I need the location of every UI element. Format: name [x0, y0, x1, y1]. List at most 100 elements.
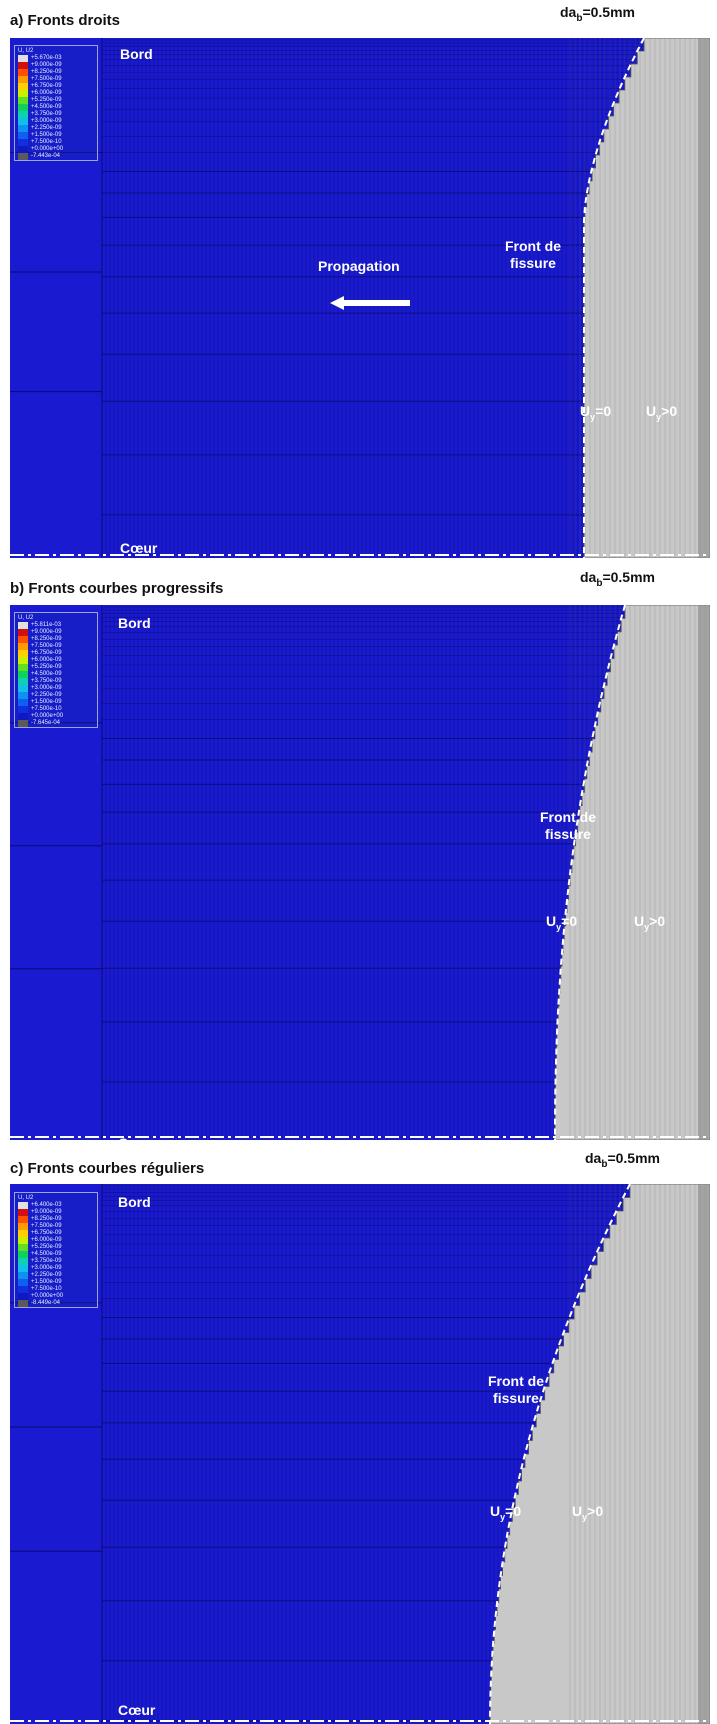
- legend-entry: +5.250e-09: [15, 97, 97, 104]
- legend-entry: +9.000e-09: [15, 62, 97, 69]
- legend-value: +1.500e-09: [31, 1279, 62, 1285]
- legend-value: +6.750e-09: [31, 1230, 62, 1236]
- legend-entry: +5.811e-03: [15, 622, 97, 629]
- legend-swatch: [18, 720, 28, 727]
- legend-swatch: [18, 104, 28, 111]
- uy-positive-label: Uy>0: [646, 403, 678, 422]
- legend-entry: +4.500e-09: [15, 671, 97, 678]
- propagation-arrow-icon: [330, 295, 410, 316]
- legend-swatch: [18, 1216, 28, 1223]
- panel-b: b) Fronts courbes progressifs dab=0.5mm …: [0, 565, 717, 1151]
- legend-value: +5.250e-09: [31, 664, 62, 670]
- legend-entry: +7.500e-10: [15, 1286, 97, 1293]
- legend-swatch: [18, 1230, 28, 1237]
- legend-swatch: [18, 1286, 28, 1293]
- legend-value: +7.500e-09: [31, 76, 62, 82]
- legend-entry: +6.750e-09: [15, 1230, 97, 1237]
- legend-entry: +3.000e-09: [15, 118, 97, 125]
- legend-swatch: [18, 1223, 28, 1230]
- legend-value: -7.443e-04: [31, 153, 61, 159]
- legend-value: +2.250e-09: [31, 1272, 62, 1278]
- legend-swatch: [18, 118, 28, 125]
- legend-entry: +1.500e-09: [15, 1279, 97, 1286]
- legend-swatch: [18, 69, 28, 76]
- legend-value: +2.250e-09: [31, 692, 62, 698]
- legend-value: +0.000e+00: [31, 713, 64, 719]
- legend-entry: +5.250e-09: [15, 1244, 97, 1251]
- legend-swatch: [18, 1279, 28, 1286]
- legend-swatch: [18, 1237, 28, 1244]
- panel-title: c) Fronts courbes réguliers: [10, 1160, 205, 1177]
- legend-swatch: [18, 132, 28, 139]
- legend-value: +0.000e+00: [31, 1293, 64, 1299]
- uy-positive-label: Uy>0: [634, 913, 666, 932]
- legend-entry: +3.000e-09: [15, 685, 97, 692]
- core-label: Cœur: [118, 1135, 156, 1151]
- legend-entry: +8.250e-09: [15, 636, 97, 643]
- legend-value: +8.250e-09: [31, 1216, 62, 1222]
- legend-entry: +4.500e-09: [15, 1251, 97, 1258]
- legend-swatch: [18, 685, 28, 692]
- legend-value: +0.000e+00: [31, 146, 64, 152]
- legend-entry: +1.500e-09: [15, 132, 97, 139]
- legend-swatch: [18, 671, 28, 678]
- edge-label: Bord: [118, 615, 151, 631]
- legend-entry: +9.000e-09: [15, 1209, 97, 1216]
- legend-value: +3.750e-09: [31, 111, 62, 117]
- legend-entry: +7.500e-09: [15, 1223, 97, 1230]
- color-legend: U, U2+6.400e-03+9.000e-09+8.250e-09+7.50…: [14, 1192, 98, 1308]
- legend-entry: +5.250e-09: [15, 664, 97, 671]
- edge-label: Bord: [118, 1194, 151, 1210]
- legend-swatch: [18, 713, 28, 720]
- legend-swatch: [18, 636, 28, 643]
- legend-swatch: [18, 1300, 28, 1307]
- legend-swatch: [18, 125, 28, 132]
- legend-value: +6.750e-09: [31, 83, 62, 89]
- legend-entry: +6.000e-09: [15, 90, 97, 97]
- legend-swatch: [18, 678, 28, 685]
- mesh-svg: [10, 1184, 710, 1724]
- legend-entry: +2.250e-09: [15, 692, 97, 699]
- legend-entry: +0.000e+00: [15, 713, 97, 720]
- legend-swatch: [18, 1244, 28, 1251]
- legend-swatch: [18, 153, 28, 160]
- legend-value: +3.000e-09: [31, 118, 62, 124]
- da-label: dab=0.5mm: [580, 569, 655, 589]
- legend-title: U, U2: [18, 1195, 34, 1201]
- legend-value: +2.250e-09: [31, 125, 62, 131]
- legend-entry: +6.750e-09: [15, 83, 97, 90]
- uy-zero-label: Uy=0: [546, 913, 578, 932]
- legend-entry: +3.750e-09: [15, 111, 97, 118]
- legend-entry: +9.000e-09: [15, 629, 97, 636]
- legend-value: +6.000e-09: [31, 1237, 62, 1243]
- legend-entry: -7.645e-04: [15, 720, 97, 727]
- legend-value: +6.750e-09: [31, 650, 62, 656]
- legend-entry: +7.500e-10: [15, 139, 97, 146]
- legend-swatch: [18, 706, 28, 713]
- legend-swatch: [18, 1258, 28, 1265]
- legend-swatch: [18, 643, 28, 650]
- legend-swatch: [18, 97, 28, 104]
- legend-value: -7.645e-04: [31, 720, 61, 726]
- legend-value: +9.000e-09: [31, 629, 62, 635]
- legend-value: +3.750e-09: [31, 678, 62, 684]
- legend-value: +4.500e-09: [31, 1251, 62, 1257]
- panel-a: a) Fronts droits dab=0.5mm U, U2+5.670e-…: [0, 0, 717, 560]
- legend-entry: +3.750e-09: [15, 1258, 97, 1265]
- legend-value: +8.250e-09: [31, 69, 62, 75]
- legend-value: +6.400e-03: [31, 1202, 62, 1208]
- legend-entry: +0.000e+00: [15, 146, 97, 153]
- legend-swatch: [18, 55, 28, 62]
- legend-swatch: [18, 146, 28, 153]
- legend-entry: +6.400e-03: [15, 1202, 97, 1209]
- mesh-svg: [10, 605, 710, 1140]
- legend-value: +4.500e-09: [31, 671, 62, 677]
- legend-entry: +2.250e-09: [15, 1272, 97, 1279]
- legend-value: -8.449e-04: [31, 1300, 61, 1306]
- legend-value: +7.500e-10: [31, 706, 62, 712]
- legend-entry: +8.250e-09: [15, 69, 97, 76]
- core-label: Cœur: [120, 540, 158, 556]
- legend-swatch: [18, 657, 28, 664]
- mesh-view: [10, 605, 710, 1140]
